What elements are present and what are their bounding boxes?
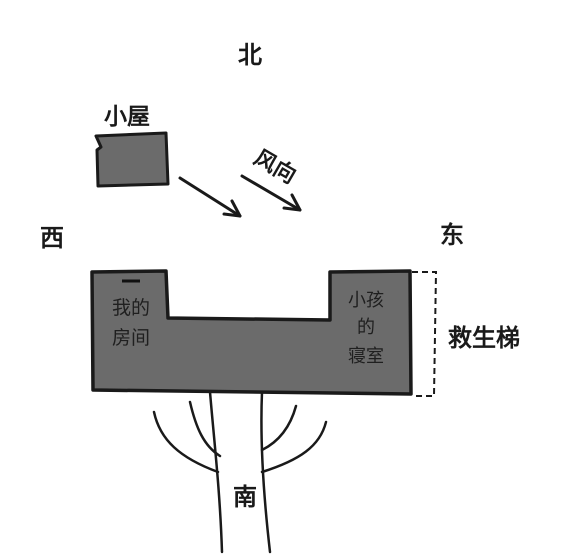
my-room-label-line1: 我的: [112, 297, 150, 319]
tree-branch-left-outer: [152, 410, 220, 474]
kids-room-label-line1: 小孩: [348, 290, 384, 311]
wind-arrow-2: [240, 174, 302, 212]
wind-arrow-1: [178, 176, 242, 218]
tree-branch-right-outer: [260, 420, 328, 474]
rescue-ladder-label: 救生梯: [448, 324, 520, 352]
my-room-label-line2: 房间: [112, 327, 150, 349]
south-label: 南: [233, 483, 257, 511]
tree-branch-left-inner: [188, 400, 222, 458]
tree: [152, 390, 328, 554]
wind-direction-label: 风向: [249, 145, 300, 190]
small-house-label: 小屋: [104, 104, 150, 130]
main-building: [90, 269, 413, 396]
east-label: 东: [440, 221, 464, 249]
kids-room-label-line3: 寝室: [348, 346, 384, 367]
tree-trunk-left: [208, 390, 224, 554]
small-shed: [94, 131, 170, 188]
rescue-ladder-outline: [412, 271, 438, 397]
tree-branch-right-inner: [260, 404, 298, 452]
kids-room-label-line2: 的: [357, 317, 375, 338]
west-label: 西: [40, 224, 64, 252]
south-label-backing: [228, 478, 262, 512]
north-label: 北: [238, 41, 262, 69]
